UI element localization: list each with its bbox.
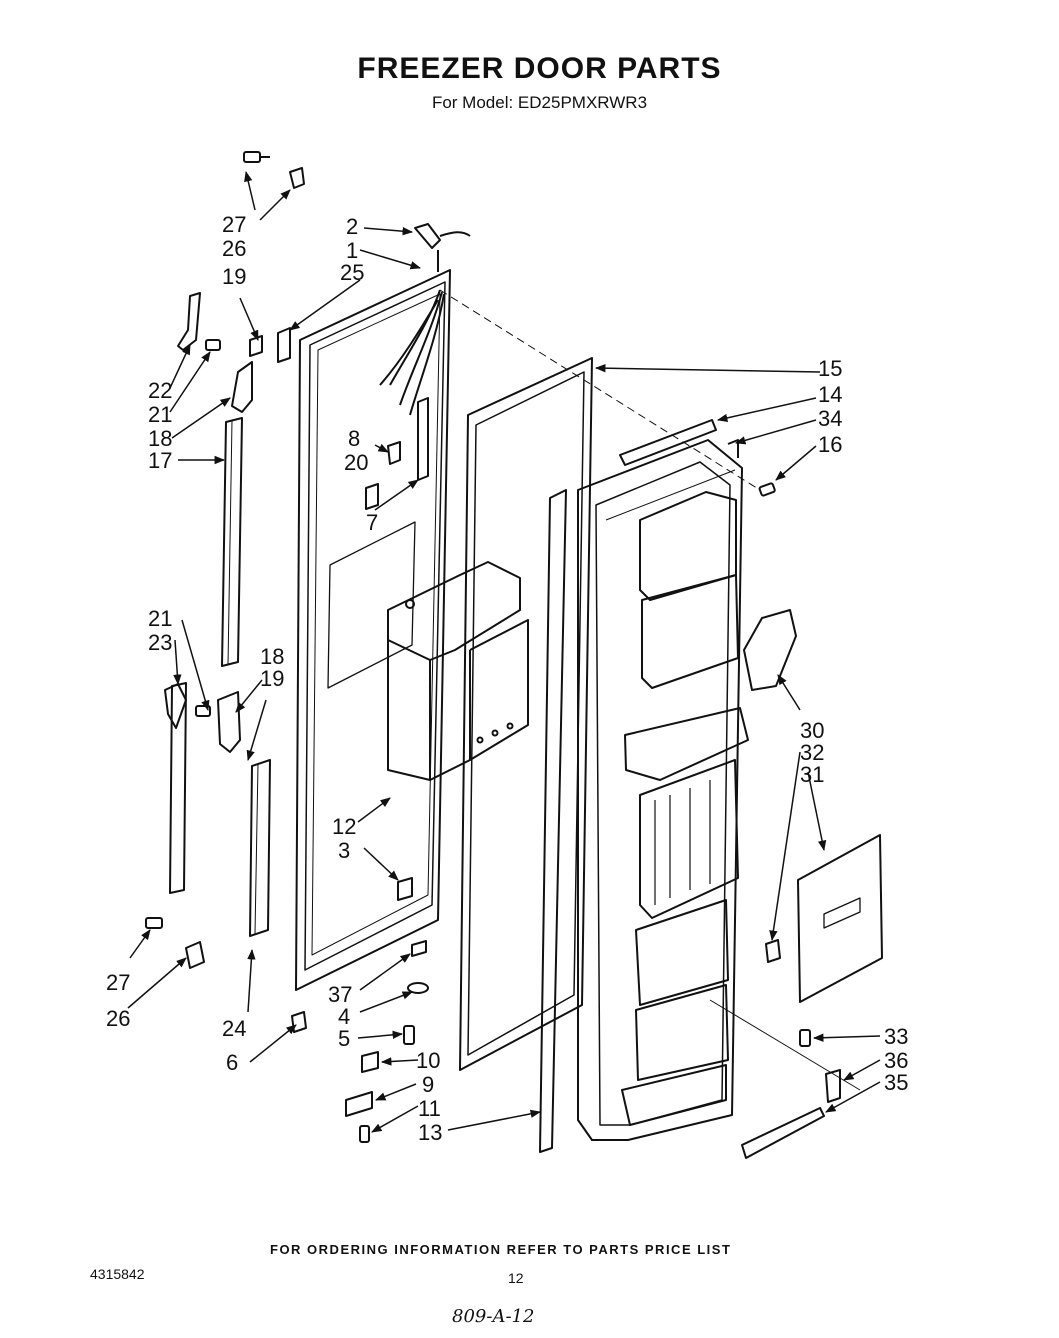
callout-15: 15 xyxy=(818,356,843,381)
door-gasket xyxy=(459,357,593,1071)
callout-19: 19 xyxy=(260,666,285,691)
callout-36: 36 xyxy=(884,1048,909,1073)
callout-9: 9 xyxy=(422,1072,435,1097)
callout-37: 37 xyxy=(328,982,353,1007)
callout-8: 8 xyxy=(348,426,361,451)
callout-27: 27 xyxy=(222,212,247,237)
callout-16: 16 xyxy=(818,432,843,457)
callout-7: 7 xyxy=(366,510,379,535)
hinge-parts-top xyxy=(243,151,305,189)
callout-19: 19 xyxy=(222,264,247,289)
wire-harness xyxy=(379,223,471,416)
callout-14: 14 xyxy=(818,382,843,407)
callout-25: 25 xyxy=(340,260,365,285)
breaker-strip xyxy=(539,489,567,1153)
callout-31: 31 xyxy=(800,762,825,787)
callout-6: 6 xyxy=(226,1050,239,1075)
door-liner xyxy=(577,439,749,1141)
ordering-note: FOR ORDERING INFORMATION REFER TO PARTS … xyxy=(270,1242,732,1257)
callout-30: 30 xyxy=(800,718,825,743)
callout-22: 22 xyxy=(148,378,173,403)
kickplate xyxy=(741,1107,825,1159)
lower-hardware xyxy=(345,940,429,1143)
page-title: FREEZER DOOR PARTS xyxy=(357,52,722,85)
handwritten-note: 809-A-12 xyxy=(452,1306,535,1327)
callout-34: 34 xyxy=(818,406,843,431)
document-number: 4315842 xyxy=(90,1266,145,1282)
callout-3: 3 xyxy=(338,838,351,863)
callout-1: 1 xyxy=(346,238,359,263)
callout-33: 33 xyxy=(884,1024,909,1049)
callout-23: 23 xyxy=(148,630,173,655)
callout-11: 11 xyxy=(418,1096,441,1121)
callout-24: 24 xyxy=(222,1016,247,1041)
page-number: 12 xyxy=(508,1270,524,1286)
door-trim-strips xyxy=(164,417,271,937)
callout-35: 35 xyxy=(884,1070,909,1095)
dispenser-housing xyxy=(387,561,529,781)
callout-12: 12 xyxy=(332,814,357,839)
cover-fasteners xyxy=(765,939,841,1103)
callout-21: 21 xyxy=(148,606,173,631)
callout-4: 4 xyxy=(338,1004,351,1029)
callout-27: 27 xyxy=(106,970,131,995)
callout-26: 26 xyxy=(106,1006,131,1031)
model-subtitle: For Model: ED25PMXRWR3 xyxy=(431,93,648,112)
callout-20: 20 xyxy=(344,450,369,475)
callout-18: 18 xyxy=(148,426,173,451)
door-outer-panel xyxy=(295,269,451,991)
callout-32: 32 xyxy=(800,740,825,765)
cover-plate xyxy=(797,834,883,1003)
small-hardware xyxy=(365,397,429,901)
callout-18: 18 xyxy=(260,644,285,669)
callout-26: 26 xyxy=(222,236,247,261)
hinge-bracket-upper xyxy=(177,292,291,413)
dispenser-chute xyxy=(743,609,797,691)
callout-5: 5 xyxy=(338,1026,351,1051)
callout-21: 21 xyxy=(148,402,173,427)
callout-17: 17 xyxy=(148,448,173,473)
callout-13: 13 xyxy=(418,1120,443,1145)
callout-10: 10 xyxy=(416,1048,441,1073)
callout-2: 2 xyxy=(346,214,359,239)
